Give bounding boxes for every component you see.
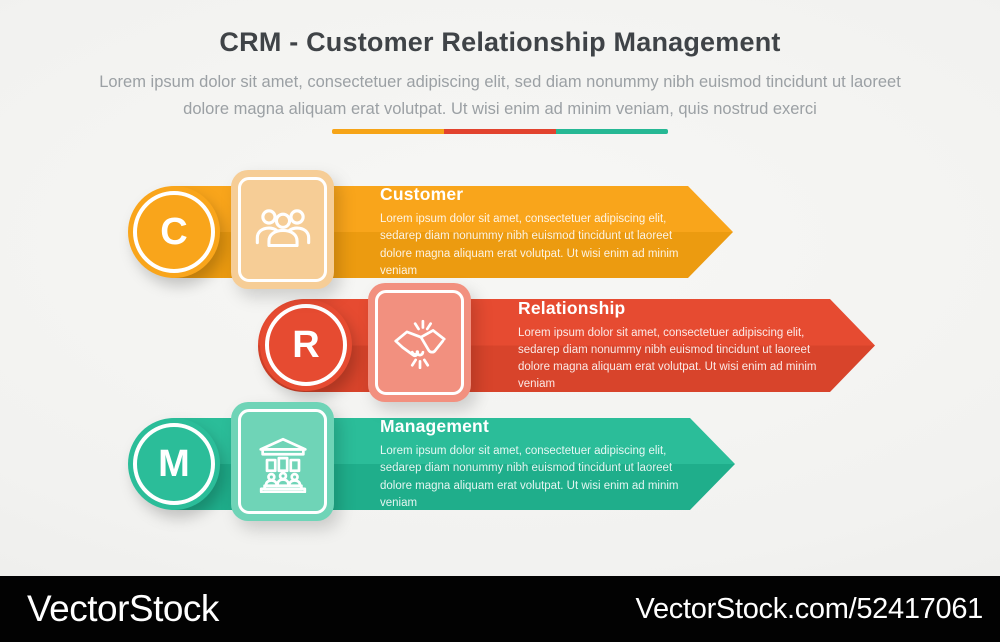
page-subtitle: Lorem ipsum dolor sit amet, consectetuer…: [99, 73, 901, 118]
letter-badge: M: [128, 418, 220, 510]
item-title: Management: [380, 416, 489, 436]
people-group-icon: [255, 208, 310, 247]
letter-badge: R: [260, 299, 352, 391]
vectorstock-credit: VectorStock.com/52417061: [635, 592, 984, 625]
vectorstock-logo: VectorStock: [27, 588, 219, 629]
divider-segment-red: [444, 129, 556, 134]
item-title: Customer: [380, 184, 464, 204]
badge-letter: M: [158, 442, 190, 485]
badge-letter: R: [292, 323, 320, 366]
handshake-icon: [393, 319, 446, 369]
icon-card: [368, 283, 471, 402]
item-description: Lorem ipsum dolor sit amet, consectetuer…: [518, 326, 817, 391]
item-description: Lorem ipsum dolor sit amet, consectetuer…: [380, 213, 679, 277]
bank-building-icon: [258, 437, 307, 493]
divider-segment-teal: [556, 129, 668, 134]
icon-card: [231, 402, 334, 521]
arrow-banner: Relationship Lorem ipsum dolor sit amet,…: [258, 298, 830, 392]
letter-badge: C: [128, 186, 220, 278]
watermark-bar: VectorStock VectorStock.com/52417061: [0, 576, 1000, 642]
item-description: Lorem ipsum dolor sit amet, consectetuer…: [380, 445, 679, 509]
divider-segment-orange: [332, 129, 444, 134]
tricolor-divider: [332, 129, 668, 134]
page-title: CRM - Customer Relationship Management: [219, 27, 781, 57]
badge-letter: C: [160, 210, 188, 253]
arrow-banner: Management Lorem ipsum dolor sit amet, c…: [130, 416, 690, 510]
item-title: Relationship: [518, 297, 626, 318]
icon-card: [231, 170, 334, 289]
arrow-banner: Customer Lorem ipsum dolor sit amet, con…: [130, 184, 688, 278]
